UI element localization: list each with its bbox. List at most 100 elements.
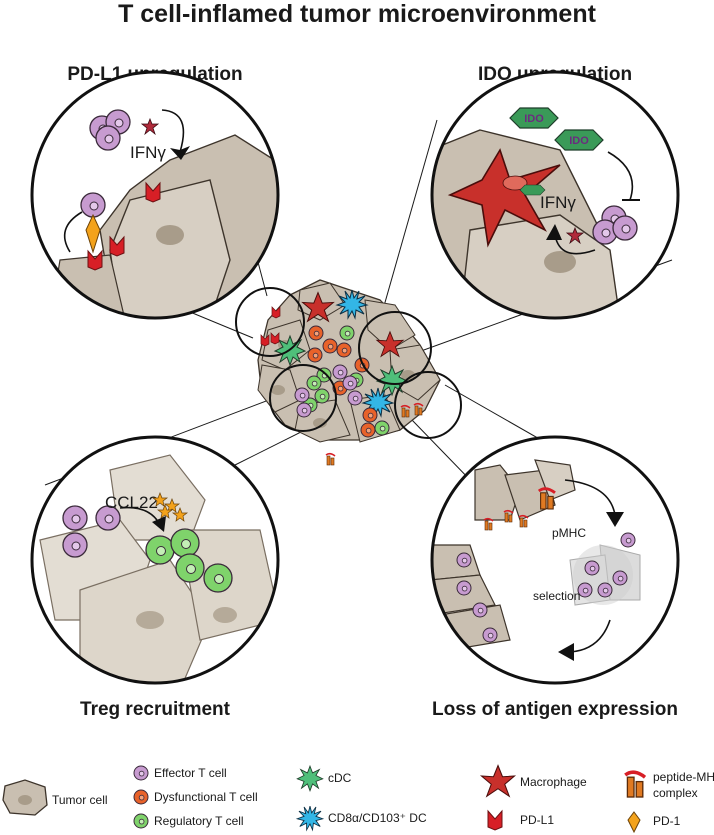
legend-label: Regulatory T cell bbox=[154, 814, 244, 828]
panel-pdl1-upregulation: IFNγ bbox=[30, 70, 280, 320]
regulatory-t-cell bbox=[175, 553, 205, 583]
regulatory-t-cell bbox=[203, 563, 233, 593]
effector-t-cell bbox=[482, 627, 498, 643]
effector-t-cell bbox=[342, 375, 358, 391]
effector-t-cell bbox=[296, 402, 312, 418]
regulatory-t-cell bbox=[374, 420, 390, 436]
arrow-head bbox=[546, 224, 562, 240]
effector-t-cell bbox=[612, 570, 628, 586]
effector-t-cell bbox=[620, 532, 636, 548]
ido-label: IDO bbox=[569, 135, 589, 147]
legend-label: PD-1 bbox=[653, 814, 681, 828]
dysfunctional-t-cell bbox=[360, 422, 376, 438]
legend-label: complex bbox=[653, 786, 698, 800]
pmhc-label: pMHC bbox=[552, 526, 586, 540]
effector-t-cell bbox=[456, 552, 472, 568]
effector-t-cell bbox=[95, 125, 121, 151]
dysfunctional-t-cell bbox=[322, 338, 338, 354]
ifng-label: IFNγ bbox=[130, 143, 166, 162]
legend: Tumor cell Effector T cell Dysfunctional… bbox=[2, 764, 714, 834]
effector-t-cell bbox=[80, 192, 106, 218]
pd-l1 bbox=[271, 306, 281, 319]
legend-label: Tumor cell bbox=[52, 793, 108, 807]
arrow-head bbox=[152, 516, 166, 532]
arrow-head bbox=[170, 146, 190, 160]
effector-t-cell bbox=[332, 364, 348, 380]
legend-item-pd-l1: PD-L1 bbox=[487, 810, 554, 831]
zoom-circle-pdl1 bbox=[235, 287, 305, 357]
tumor-cell bbox=[534, 459, 576, 501]
ido-enzyme-small bbox=[519, 184, 546, 196]
effector-t-cell bbox=[472, 602, 488, 618]
ido-label: IDO bbox=[524, 113, 544, 125]
legend-item-dysfunctional-t-cell: Dysfunctional T cell bbox=[133, 789, 258, 805]
legend-item-effector-t-cell: Effector T cell bbox=[133, 765, 227, 781]
effector-t-cell bbox=[584, 560, 600, 576]
arrow-head bbox=[558, 643, 574, 661]
regulatory-t-cell bbox=[339, 325, 355, 341]
effector-t-cell bbox=[456, 580, 472, 596]
macrophage bbox=[447, 148, 561, 248]
regulatory-t-cell bbox=[314, 388, 330, 404]
ido-enzyme bbox=[554, 129, 604, 151]
effector-t-cell bbox=[597, 582, 613, 598]
tumor-nucleus bbox=[136, 611, 164, 629]
regulatory-t-cell bbox=[170, 528, 200, 558]
figure-title: T cell-inflamed tumor microenvironment bbox=[118, 0, 597, 28]
central-tumor-cluster bbox=[235, 279, 462, 466]
dysfunctional-t-cell bbox=[362, 407, 378, 423]
zoom-circle-treg bbox=[269, 364, 337, 432]
legend-item-peptide-mhc: peptide-MHC complex bbox=[623, 770, 714, 800]
arrow bbox=[569, 619, 611, 653]
arrow bbox=[564, 479, 616, 516]
legend-item-cdc: cDC bbox=[296, 765, 352, 792]
effector-t-cell bbox=[294, 387, 310, 403]
heading-loss-antigen-expression: Loss of antigen expression bbox=[432, 699, 678, 720]
ccl22-label: CCL22 bbox=[105, 493, 158, 512]
pd-1 bbox=[85, 213, 101, 254]
inhibition-arrow bbox=[607, 151, 634, 201]
regulatory-t-cell bbox=[145, 535, 175, 565]
arrow bbox=[161, 109, 185, 153]
selection-label: selection bbox=[533, 589, 580, 603]
zoom-circle bbox=[430, 435, 680, 685]
effector-t-cell bbox=[347, 390, 363, 406]
panel-treg-recruitment: CCL22 bbox=[30, 435, 280, 685]
zoom-circle-antigen bbox=[394, 371, 462, 439]
tumor-nucleus bbox=[156, 225, 184, 245]
panel-loss-antigen-expression: pMHC selection bbox=[430, 435, 680, 685]
panel-ido-upregulation: IDO IDO IFNγ bbox=[430, 70, 680, 320]
heading-treg-recruitment: Treg recruitment bbox=[80, 699, 231, 720]
regulatory-t-cell bbox=[306, 375, 322, 391]
dysfunctional-t-cell bbox=[307, 347, 323, 363]
legend-label: peptide-MHC bbox=[653, 770, 714, 784]
legend-item-regulatory-t-cell: Regulatory T cell bbox=[133, 813, 244, 829]
effector-t-cell bbox=[612, 215, 638, 241]
tumor-nucleus bbox=[544, 251, 576, 273]
legend-item-cd8-dc: CD8α/CD103⁺ DC bbox=[296, 805, 427, 831]
legend-label: cDC bbox=[328, 771, 352, 785]
zoom-circle bbox=[30, 70, 280, 320]
legend-item-tumor-cell: Tumor cell bbox=[2, 779, 108, 816]
zoom-circle-ido bbox=[358, 311, 432, 385]
effector-t-cell bbox=[62, 505, 88, 531]
peptide-mhc bbox=[325, 452, 336, 466]
effector-t-cell bbox=[62, 532, 88, 558]
ido-enzyme bbox=[509, 107, 559, 129]
dysfunctional-t-cell bbox=[308, 325, 324, 341]
tumor-nucleus bbox=[213, 607, 237, 623]
legend-label: Dysfunctional T cell bbox=[154, 790, 258, 804]
legend-label: Macrophage bbox=[520, 775, 587, 789]
arrow bbox=[63, 211, 83, 253]
macrophage-nucleus bbox=[502, 175, 528, 191]
dysfunctional-t-cell bbox=[336, 342, 352, 358]
legend-item-macrophage: Macrophage bbox=[480, 764, 587, 797]
zoom-circle bbox=[30, 435, 280, 685]
legend-item-pd-1: PD-1 bbox=[627, 811, 681, 834]
legend-label: Effector T cell bbox=[154, 766, 227, 780]
arrow-head bbox=[606, 512, 624, 527]
legend-label: CD8α/CD103⁺ DC bbox=[328, 811, 427, 825]
ifng-label: IFNγ bbox=[540, 193, 576, 212]
zoom-circle bbox=[430, 70, 680, 320]
